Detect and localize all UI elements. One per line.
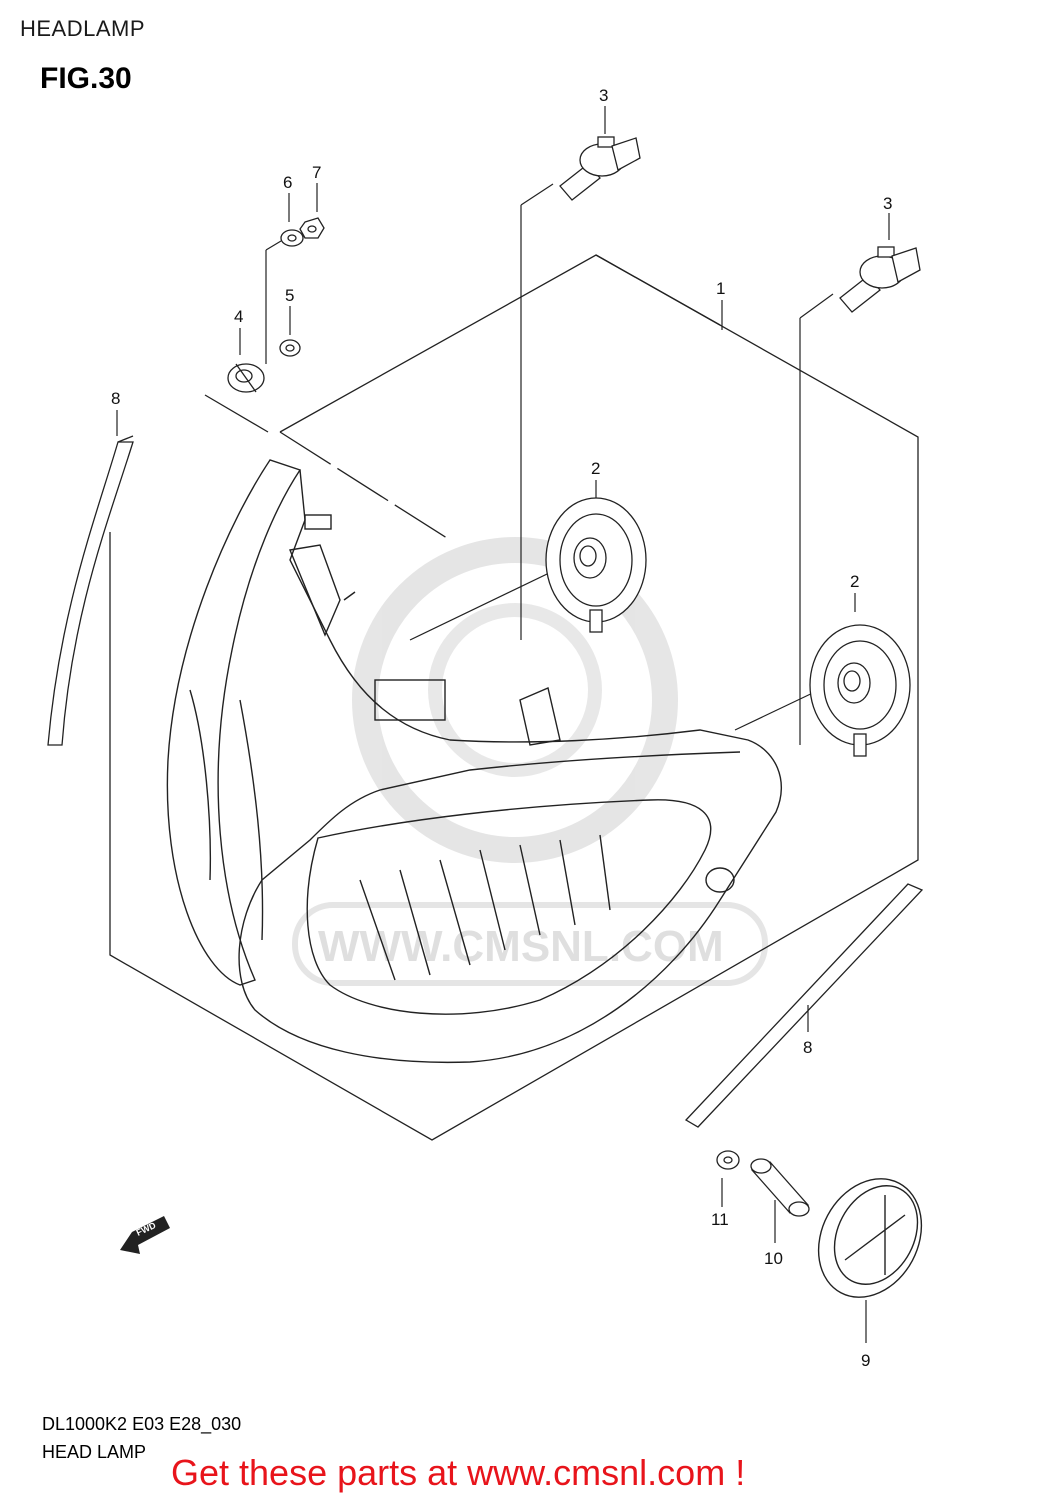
part-6-washer xyxy=(280,229,304,247)
callout-11: 11 xyxy=(711,1210,729,1229)
part-1-headlamp-assembly xyxy=(166,459,782,1064)
part-2-socket-upper xyxy=(545,497,647,633)
callout-9: 9 xyxy=(861,1351,870,1370)
callout-8-left: 8 xyxy=(111,389,120,408)
part-8-strip-right xyxy=(684,883,924,1128)
callout-7: 7 xyxy=(312,163,321,182)
part-3-bulb-upper xyxy=(559,136,641,201)
figure-label: FIG.30 xyxy=(40,62,132,95)
callout-2-upper: 2 xyxy=(591,459,600,478)
callout-4: 4 xyxy=(234,307,243,326)
watermark-logo-ring xyxy=(352,537,678,863)
leader-lines xyxy=(116,106,890,1343)
callout-3-lower: 3 xyxy=(883,194,892,213)
cmsnl-parts-link[interactable]: Get these parts at www.cmsnl.com ! xyxy=(171,1452,746,1493)
callout-numbers: 1 2 2 3 3 4 5 6 7 8 8 9 10 11 xyxy=(111,86,892,1370)
forward-direction-arrow: FWD xyxy=(120,1216,170,1254)
watermark: WWW.CMSNL.COM xyxy=(292,537,768,986)
callout-10: 10 xyxy=(764,1249,783,1268)
assembly-outline xyxy=(109,254,919,1141)
callout-8-right: 8 xyxy=(803,1038,812,1057)
part-10-pin xyxy=(750,1158,810,1217)
callout-2-lower: 2 xyxy=(850,572,859,591)
page-header-title: HEADLAMP xyxy=(20,16,146,41)
model-code: DL1000K2 E03 E28_030 xyxy=(42,1414,242,1434)
part-4-grommet xyxy=(227,363,265,393)
part-3-bulb-lower xyxy=(839,246,921,313)
callout-3-upper: 3 xyxy=(599,86,608,105)
watermark-banner xyxy=(292,902,768,986)
part-2-socket-lower xyxy=(809,624,911,757)
part-7-nut xyxy=(299,217,325,239)
part-8-strip-left xyxy=(47,435,134,746)
part-11-washer xyxy=(716,1150,740,1170)
model-name: HEAD LAMP xyxy=(42,1442,147,1462)
part-5-washer xyxy=(279,339,301,357)
callout-1: 1 xyxy=(716,279,725,298)
callout-6: 6 xyxy=(283,173,292,192)
callout-5: 5 xyxy=(285,286,294,305)
part-9-cover-cap xyxy=(817,1178,923,1298)
watermark-logo-core xyxy=(428,603,602,777)
watermark-text: WWW.CMSNL.COM xyxy=(318,922,724,971)
